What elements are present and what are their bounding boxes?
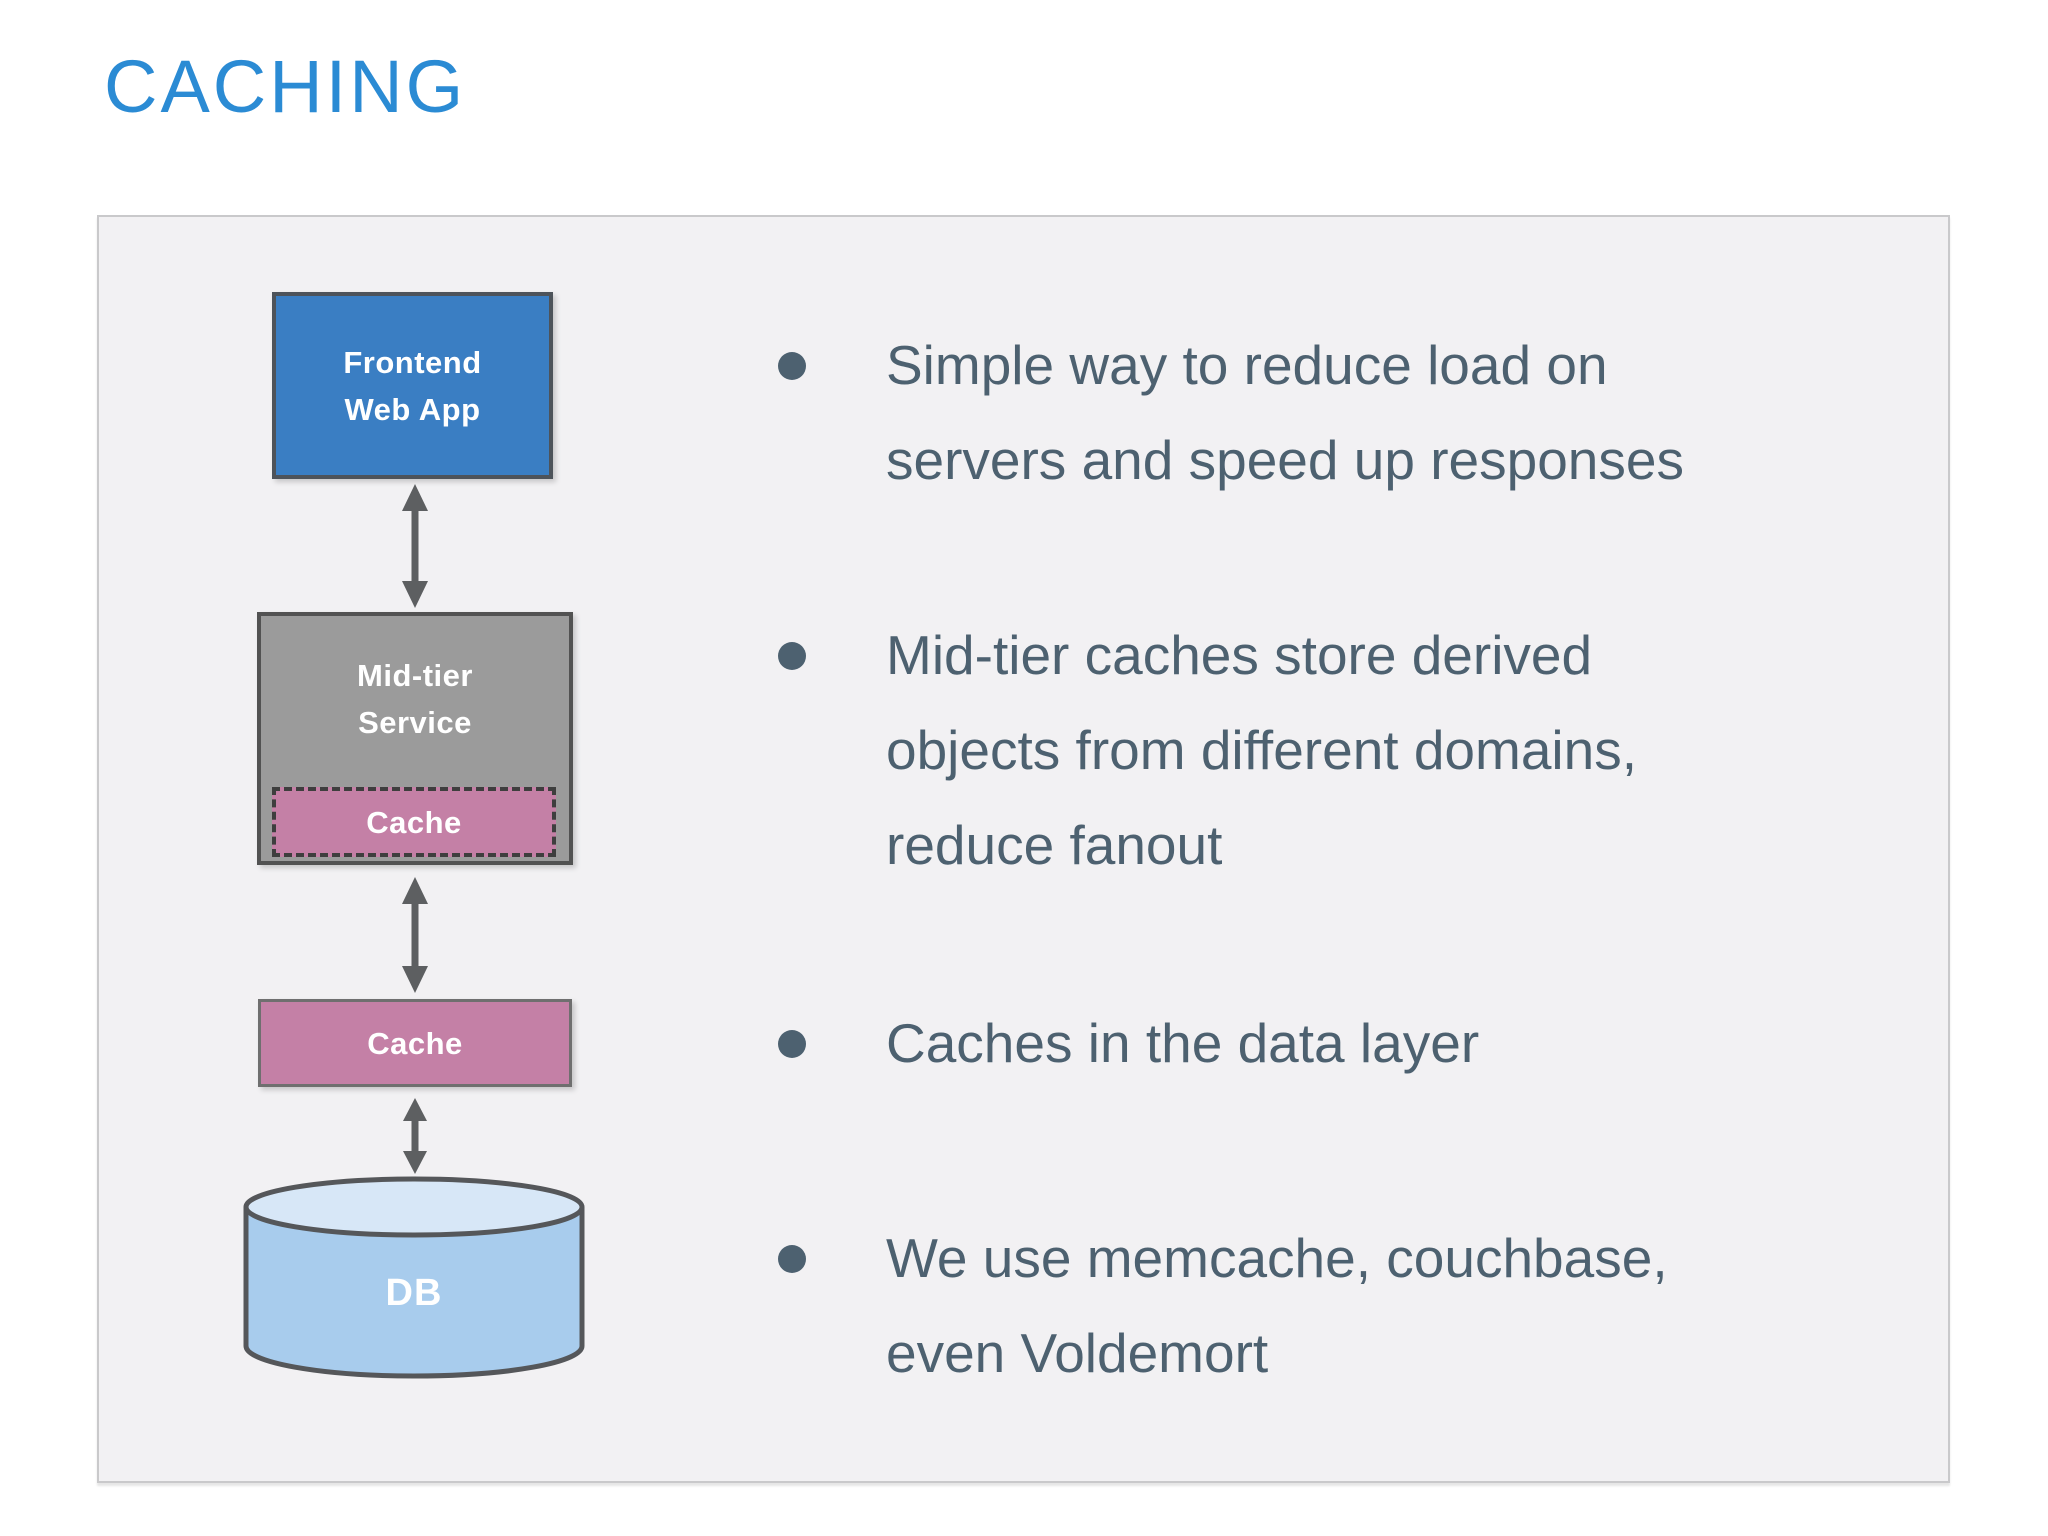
bullet-line: reduce fanout	[886, 814, 1223, 876]
frontend-web-app-box: Frontend Web App	[272, 292, 553, 479]
database-cylinder-icon	[243, 1176, 585, 1379]
frontend-web-app-label: Frontend Web App	[343, 339, 481, 433]
bullet-item: Mid-tier caches store derived objects fr…	[778, 608, 1637, 893]
bullet-line: Mid-tier caches store derived	[886, 624, 1593, 686]
bullet-text: Mid-tier caches store derived objects fr…	[886, 608, 1637, 893]
bullet-line: We use memcache, couchbase,	[886, 1227, 1668, 1289]
double-arrow-icon	[402, 877, 428, 993]
bullet-text: Simple way to reduce load on servers and…	[886, 318, 1684, 508]
bullet-text: Caches in the data layer	[886, 996, 1479, 1091]
frontend-label-line2: Web App	[344, 391, 481, 427]
midtier-label-line1: Mid-tier	[357, 658, 473, 693]
db-label: DB	[385, 1272, 443, 1314]
slide-title: CACHING	[104, 45, 467, 128]
bullet-line: even Voldemort	[886, 1322, 1269, 1384]
double-arrow-icon	[403, 1098, 427, 1174]
mid-tier-service-box: Mid-tier Service Cache	[257, 612, 573, 865]
bullet-line: objects from different domains,	[886, 719, 1638, 781]
data-layer-cache-label: Cache	[367, 1025, 463, 1061]
bullet-dot-icon	[778, 642, 806, 670]
double-arrow-icon	[402, 484, 428, 608]
frontend-label-line1: Frontend	[343, 344, 482, 380]
bullet-line: Simple way to reduce load on	[886, 334, 1608, 396]
midtier-label-line2: Service	[358, 705, 472, 740]
bullet-line: Caches in the data layer	[886, 1012, 1480, 1074]
mid-tier-cache-label: Cache	[366, 804, 462, 840]
data-layer-cache-box: Cache	[258, 999, 572, 1087]
bullet-item: Simple way to reduce load on servers and…	[778, 318, 1684, 508]
bullet-dot-icon	[778, 1030, 806, 1058]
bullet-text: We use memcache, couchbase, even Voldemo…	[886, 1211, 1668, 1401]
bullet-item: Caches in the data layer	[778, 996, 1479, 1091]
mid-tier-cache-box: Cache	[272, 787, 556, 857]
bullet-line: servers and speed up responses	[886, 429, 1684, 491]
bullet-item: We use memcache, couchbase, even Voldemo…	[778, 1211, 1668, 1401]
bullet-dot-icon	[778, 352, 806, 380]
bullet-dot-icon	[778, 1245, 806, 1273]
mid-tier-service-label: Mid-tier Service	[357, 652, 473, 746]
